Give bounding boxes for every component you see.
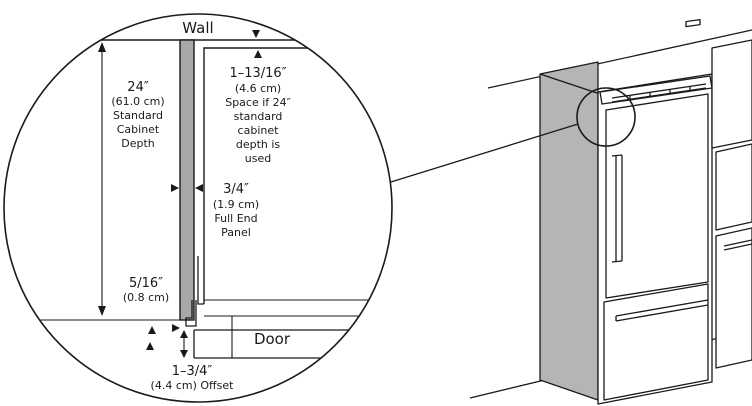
end-panel-top <box>539 73 601 95</box>
cabinet-depth-line3: Depth <box>121 137 155 150</box>
space-line4: depth is <box>236 138 281 151</box>
space-value: 1–13/16″ <box>229 66 286 81</box>
detail-refrigerator-outline <box>203 47 330 304</box>
gap-dimension-arrows <box>148 324 180 334</box>
upper-counter-line <box>487 29 752 89</box>
gap-value: 5/16″ <box>129 276 163 291</box>
wall-label: Wall <box>182 19 213 37</box>
cabinet-depth-line2: Cabinet <box>117 123 160 136</box>
zoom-target-circle <box>576 87 636 147</box>
door-label: Door <box>254 330 291 348</box>
detail-circle <box>3 13 393 403</box>
cabinet-depth-metric: (61.0 cm) <box>111 95 164 108</box>
logo-badge <box>685 18 701 28</box>
adjacent-cabinet-upper <box>711 39 752 149</box>
end-panel-dimension-arrows <box>171 184 203 192</box>
space-metric: (4.6 cm) <box>235 82 281 95</box>
end-panel-metric: (1.9 cm) <box>213 198 259 211</box>
offset-value: 1–3/4″ <box>172 364 213 379</box>
fresh-food-door <box>605 93 709 299</box>
cabinet-depth-value: 24″ <box>127 80 149 95</box>
cabinet-depth-dimension <box>98 42 106 316</box>
gap-metric: (0.8 cm) <box>123 291 169 304</box>
freezer-drawer <box>603 283 709 401</box>
end-panel-line1: Full End <box>214 212 257 225</box>
end-panel-line2: Panel <box>221 226 251 239</box>
cabinet-depth-line1: Standard <box>113 109 163 122</box>
refrigerator-perspective <box>469 18 752 405</box>
space-line1: Space if 24″ <box>225 96 291 109</box>
space-line2: standard <box>234 110 283 123</box>
adjacent-cabinet-lower <box>715 227 752 369</box>
zoom-connector-line <box>377 123 579 187</box>
space-line5: used <box>245 152 271 165</box>
offset-dimension-arrows <box>146 330 188 358</box>
detail-end-panel <box>179 39 195 321</box>
offset-metric: (4.4 cm) Offset <box>151 379 235 392</box>
adjacent-cabinet-middle <box>715 143 752 231</box>
end-panel <box>539 61 599 401</box>
fresh-food-handle <box>611 154 623 263</box>
freezer-handle <box>615 299 709 322</box>
space-line3: cabinet <box>238 124 280 137</box>
end-panel-value: 3/4″ <box>223 182 249 197</box>
space-dimension-arrows <box>252 30 262 58</box>
door-hinge-detail <box>185 256 204 327</box>
